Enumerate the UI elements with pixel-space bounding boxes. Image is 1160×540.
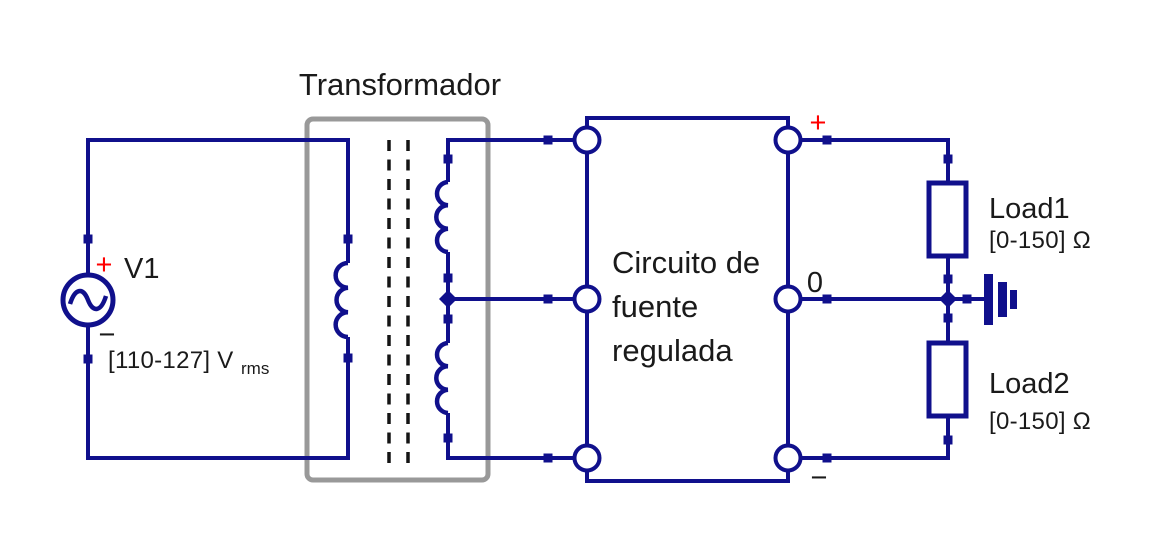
port-marker bbox=[343, 353, 353, 363]
ground-bar-medium bbox=[998, 282, 1007, 317]
sine-wave-icon bbox=[67, 288, 109, 312]
port-marker bbox=[822, 294, 832, 304]
load2-resistor[interactable] bbox=[926, 340, 969, 419]
voltage-source-v1[interactable] bbox=[60, 272, 116, 328]
regulator-label-line1: Circuito de bbox=[612, 245, 760, 280]
port-marker bbox=[543, 294, 553, 304]
port-marker bbox=[443, 154, 453, 164]
primary-winding[interactable] bbox=[333, 260, 349, 340]
load2-value-label: [0-150] Ω bbox=[989, 408, 1091, 435]
ground-bar-long bbox=[984, 274, 993, 325]
regulator-outline[interactable] bbox=[585, 116, 790, 483]
load1-resistor[interactable] bbox=[926, 180, 969, 259]
v1-name-label: V1 bbox=[124, 253, 159, 285]
wire-minus-rail bbox=[801, 416, 950, 460]
port-marker bbox=[443, 433, 453, 443]
port-marker bbox=[822, 135, 832, 145]
terminal-out-plus[interactable] bbox=[773, 125, 803, 155]
load2-name-label: Load2 bbox=[989, 368, 1070, 400]
secondary-winding-upper[interactable] bbox=[434, 179, 449, 255]
output-plus-label: + bbox=[810, 107, 827, 139]
v1-value-label: [110-127] V bbox=[108, 347, 234, 374]
port-marker bbox=[83, 354, 93, 364]
wire-plus-rail bbox=[801, 138, 950, 183]
regulator-box[interactable]: Circuito de fuente regulada bbox=[572, 116, 803, 483]
port-marker bbox=[822, 453, 832, 463]
wire-primary-bottom bbox=[86, 337, 350, 460]
transformer-title: Transformador bbox=[299, 67, 501, 102]
v1-minus-label: − bbox=[99, 319, 116, 351]
wire-primary-top bbox=[86, 138, 350, 263]
port-marker bbox=[962, 294, 972, 304]
wire-secondary-top bbox=[446, 138, 574, 182]
ground-icon[interactable] bbox=[984, 274, 1017, 325]
port-marker bbox=[943, 435, 953, 445]
output-zero-label: 0 bbox=[807, 267, 823, 299]
v1-plus-label: + bbox=[96, 249, 113, 281]
regulator-label-line3: regulada bbox=[612, 333, 733, 368]
port-marker bbox=[343, 234, 353, 244]
regulator-label-line2: fuente bbox=[612, 289, 698, 324]
terminal-in-center-tap[interactable] bbox=[572, 284, 602, 314]
port-marker bbox=[443, 314, 453, 324]
port-marker bbox=[943, 154, 953, 164]
port-marker bbox=[543, 135, 553, 145]
port-marker bbox=[83, 234, 93, 244]
v1-value-subscript: rms bbox=[241, 359, 269, 378]
port-marker bbox=[543, 453, 553, 463]
terminal-out-minus[interactable] bbox=[773, 443, 803, 473]
terminal-in-bottom[interactable] bbox=[572, 443, 602, 473]
output-minus-label: − bbox=[811, 462, 828, 494]
port-marker bbox=[943, 274, 953, 284]
wire-secondary-bottom bbox=[446, 413, 574, 460]
port-marker bbox=[943, 313, 953, 323]
secondary-winding-lower[interactable] bbox=[434, 340, 449, 416]
load1-name-label: Load1 bbox=[989, 193, 1070, 225]
ground-bar-short bbox=[1010, 290, 1017, 309]
port-marker bbox=[443, 273, 453, 283]
terminal-in-top[interactable] bbox=[572, 125, 602, 155]
load1-value-label: [0-150] Ω bbox=[989, 227, 1091, 254]
terminal-out-zero[interactable] bbox=[773, 284, 803, 314]
junction-dot bbox=[439, 290, 457, 308]
junction-dot bbox=[939, 290, 957, 308]
